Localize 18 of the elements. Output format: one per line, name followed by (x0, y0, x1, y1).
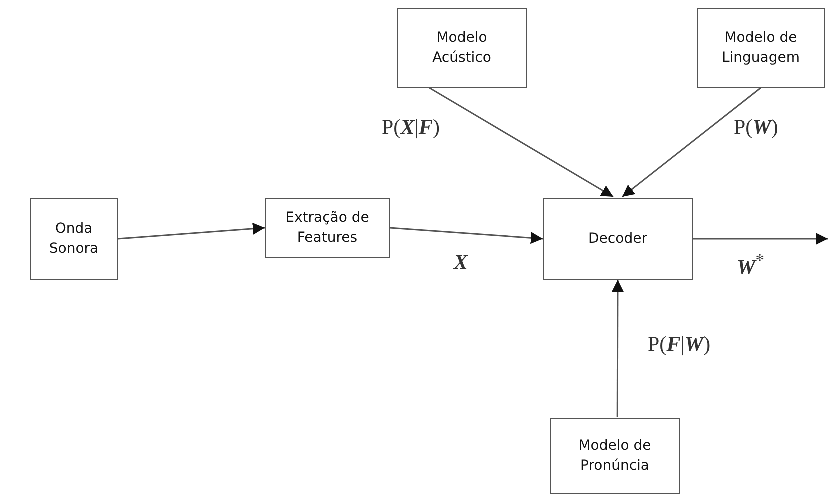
arrow (429, 87, 614, 198)
box-label: Decoder (588, 230, 648, 249)
box-label: Modelo Acústico (432, 28, 492, 68)
box-label: Modelo de Pronúncia (578, 436, 652, 476)
box-label: Modelo de Linguagem (720, 28, 802, 68)
arrow (693, 233, 828, 245)
process-box (550, 418, 680, 494)
arrow (612, 280, 624, 417)
arrow (622, 87, 762, 198)
process-box (697, 8, 825, 88)
process-box (543, 198, 693, 280)
process-box (397, 8, 527, 88)
arrow (390, 227, 544, 244)
box-label: Extração de Features (284, 208, 370, 248)
box-label: Onda Sonora (48, 220, 100, 259)
process-box (30, 198, 118, 280)
process-box (265, 198, 390, 258)
arrow (118, 222, 266, 240)
